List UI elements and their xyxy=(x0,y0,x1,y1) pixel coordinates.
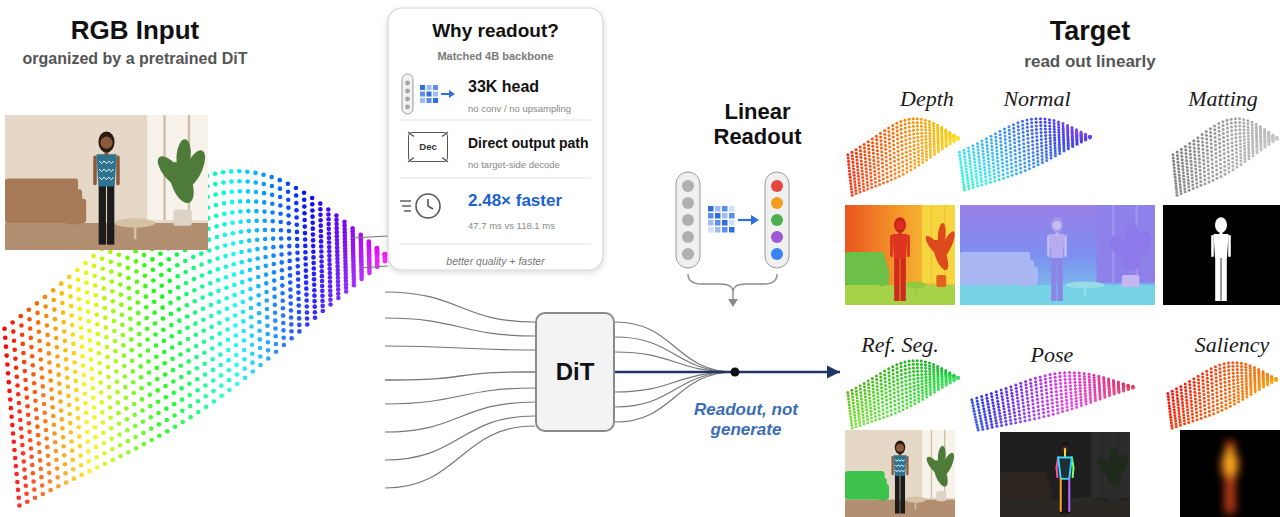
segmentation-cloud xyxy=(846,359,959,429)
panel-subtitle: organized by a pretrained DiT xyxy=(23,50,248,68)
text-slot: Depth xyxy=(877,86,977,111)
card-background xyxy=(388,8,603,270)
feature-title: Direct output path xyxy=(468,135,589,151)
text-slot: 47.7 ms vs 118.1 ms xyxy=(468,215,555,233)
leader-line xyxy=(360,266,388,268)
task-label: Matting xyxy=(1188,86,1258,111)
text-slot: Why readout? xyxy=(388,20,603,42)
input-photo xyxy=(5,115,208,250)
task-tile: Pose xyxy=(1002,342,1102,370)
separator xyxy=(400,178,591,179)
clock-icon xyxy=(400,194,440,218)
text-slot: RGB Input xyxy=(0,16,270,46)
fan-lines xyxy=(385,292,535,488)
feature-note: no target-side decode xyxy=(468,160,560,171)
text-slot: Matched 4B backbone xyxy=(388,46,603,64)
panel-title: RGB Input xyxy=(71,16,200,46)
text-slot: 2.48× faster xyxy=(468,191,562,211)
text-slot: 33K head xyxy=(468,78,539,96)
connector xyxy=(385,372,535,380)
connector-line xyxy=(385,372,535,380)
text-slot: Normal xyxy=(987,86,1087,111)
text-slot: Direct output path xyxy=(468,134,589,152)
text-slot: Saliency xyxy=(1182,332,1282,357)
task-tile: Normal xyxy=(987,86,1087,114)
decoder-icon: Dec xyxy=(408,132,448,162)
task-tile: Ref. Seg. xyxy=(850,332,950,360)
text-slot: Matting xyxy=(1173,86,1273,111)
text-slot: Linear Readout xyxy=(690,100,825,149)
text-slot: organized by a pretrained DiT xyxy=(0,50,270,68)
saliency-map xyxy=(1180,430,1280,517)
text-slot: Pose xyxy=(1002,342,1102,367)
card-footer: better quality + faster xyxy=(446,255,544,267)
text-slot: Target xyxy=(990,16,1190,47)
text-slot: no target-side decode xyxy=(468,154,560,172)
input-panel: RGB Input organized by a pretrained DiT xyxy=(0,8,385,513)
task-label: Pose xyxy=(1031,342,1074,367)
text-slot: no conv / no upsampling xyxy=(468,98,571,116)
task-label: Ref. Seg. xyxy=(861,332,939,357)
arrowhead xyxy=(827,366,840,379)
section-heading: Linear Readout xyxy=(690,100,825,149)
task-label: Normal xyxy=(1003,86,1070,111)
target-panel: Target read out linearlyDepth Normal Mattin… xyxy=(840,8,1283,517)
panel-subtitle: read out linearly xyxy=(1024,52,1155,72)
decoder-cross xyxy=(408,132,448,162)
connector-line xyxy=(615,371,840,373)
connector xyxy=(615,366,840,379)
junction-dot xyxy=(731,368,740,377)
separator xyxy=(400,120,591,121)
panel-title: Target xyxy=(1050,16,1131,47)
normal-cloud xyxy=(958,117,1092,191)
task-label: Saliency xyxy=(1195,332,1270,357)
feature-note: 47.7 ms vs 118.1 ms xyxy=(468,221,555,232)
readout-vectors xyxy=(676,172,789,307)
task-tile: Matting xyxy=(1173,86,1273,114)
task-label: Depth xyxy=(900,86,954,111)
pose-cloud xyxy=(970,371,1134,432)
speedup-value: 2.48× faster xyxy=(468,191,562,211)
edge-label-slot: Readout, not generate xyxy=(688,400,804,439)
depth-map xyxy=(845,205,955,305)
normal-map xyxy=(960,205,1155,305)
segmentation-photo xyxy=(845,430,955,517)
task-tile: Saliency xyxy=(1182,332,1282,360)
depth-cloud xyxy=(846,117,959,196)
dit-block: DiT xyxy=(535,312,615,432)
text-slot: read out linearly xyxy=(970,52,1210,72)
card-title: Why readout? xyxy=(432,20,559,42)
separator xyxy=(400,244,591,245)
block-label: DiT xyxy=(556,358,595,386)
readout-heading: Linear Readout xyxy=(690,100,825,156)
feature-title: 33K head xyxy=(468,78,539,96)
matting-map xyxy=(1163,205,1280,305)
edge-label: Readout, not generate xyxy=(688,400,804,439)
icon-label: Dec xyxy=(418,142,437,153)
pose-map xyxy=(1000,432,1130,517)
task-tile: Depth xyxy=(877,86,977,114)
info-card: Why readout? Matched 4B backbone 33K head n… xyxy=(388,8,603,270)
text-slot: better quality + faster xyxy=(388,251,603,269)
leader-line xyxy=(352,236,388,238)
head-icon xyxy=(402,74,455,114)
card-subtitle: Matched 4B backbone xyxy=(437,50,553,63)
feature-note: no conv / no upsampling xyxy=(468,104,571,115)
text-slot: Ref. Seg. xyxy=(850,332,950,357)
matting-cloud xyxy=(1171,117,1278,196)
saliency-cloud xyxy=(1166,361,1277,429)
